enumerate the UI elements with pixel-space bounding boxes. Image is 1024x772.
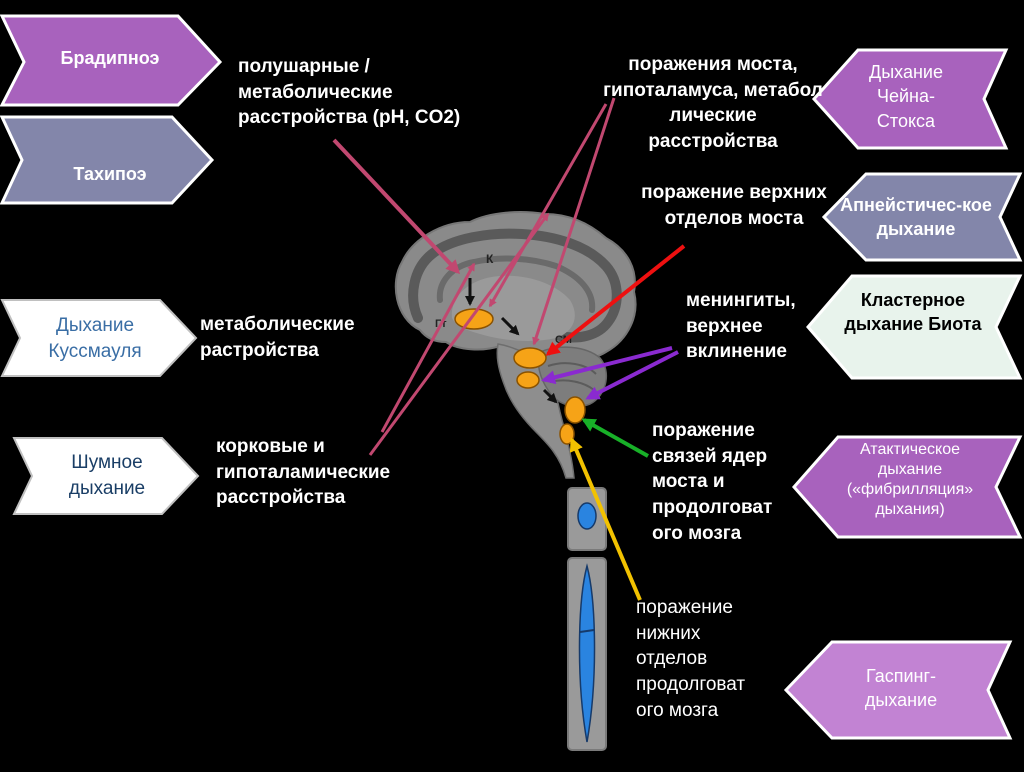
badge-gasping-text: Гаспинг-дыхание [864, 666, 938, 711]
badge-tachypnea-text: Тахипоэ [73, 164, 147, 184]
cause-hemispheric: полушарные / метаболические расстройства… [238, 56, 461, 129]
badge-cheyne-stokes-text: Дыхание Чейна-Стокса [869, 62, 943, 131]
badge-ataxic [792, 435, 1023, 539]
cause-lower-medulla: поражение нижних отделов продолговат ого… [636, 597, 746, 721]
badge-bradypnea [0, 14, 223, 107]
cause-upper-pons: поражение верхних отделов моста [641, 182, 827, 229]
badge-gasping [783, 640, 1013, 740]
badge-noisy-text: Шумное дыхание [68, 452, 146, 499]
cause-meningitis: менингиты, верхнее вклинение [686, 290, 796, 363]
brain-illustration: К Гт СМ [394, 211, 637, 751]
nucleus-midbrain [513, 347, 547, 369]
badge-apneustic [821, 172, 1023, 262]
badge-apneustic-text: Апнейстичес-кое дыхание [840, 195, 992, 240]
arrow-upper-pons [545, 244, 686, 356]
arrow-pons-medulla [581, 418, 649, 458]
badge-biot [806, 274, 1023, 380]
arrow-cortical-2 [380, 262, 476, 433]
cause-pons-hypothalamus: поражения моста, гипоталамуса, метабол л… [603, 54, 823, 152]
cause-cortical: корковые и гипоталамические расстройства [216, 436, 391, 509]
badge-cheyne-stokes [811, 48, 1009, 150]
badge-kussmaul-text: Дыхание Куссмауля [48, 315, 142, 362]
arrow-pons-hypothalamus-1 [532, 97, 616, 346]
arrow-pons-hypothalamus-2 [488, 103, 608, 308]
badge-kussmaul [0, 299, 198, 377]
nucleus-pons-upper [516, 371, 540, 389]
badge-ataxic-text: Атактическое дыхание («фибрилляция» дыха… [846, 441, 974, 518]
arrow-lower-medulla [569, 437, 642, 601]
label-cortex: К [486, 252, 494, 266]
arrow-hemispheric [332, 138, 461, 275]
cause-pons-medulla: поражение связей ядер моста и продолгова… [652, 420, 773, 544]
badge-bradypnea-text: Брадипноэ [60, 48, 160, 68]
arrow-meningitis-2 [585, 350, 679, 400]
nucleus-pons-lower [564, 396, 586, 424]
arrow-meningitis-1 [541, 346, 673, 385]
badge-biot-text: Кластерное дыхание Биота [844, 290, 982, 335]
spinal-cord [567, 487, 607, 751]
cause-metabolic: метаболические растройства [200, 314, 355, 361]
badge-noisy [12, 437, 200, 515]
badge-tachypnea [0, 115, 215, 205]
nucleus-hypothalamus [454, 308, 494, 330]
